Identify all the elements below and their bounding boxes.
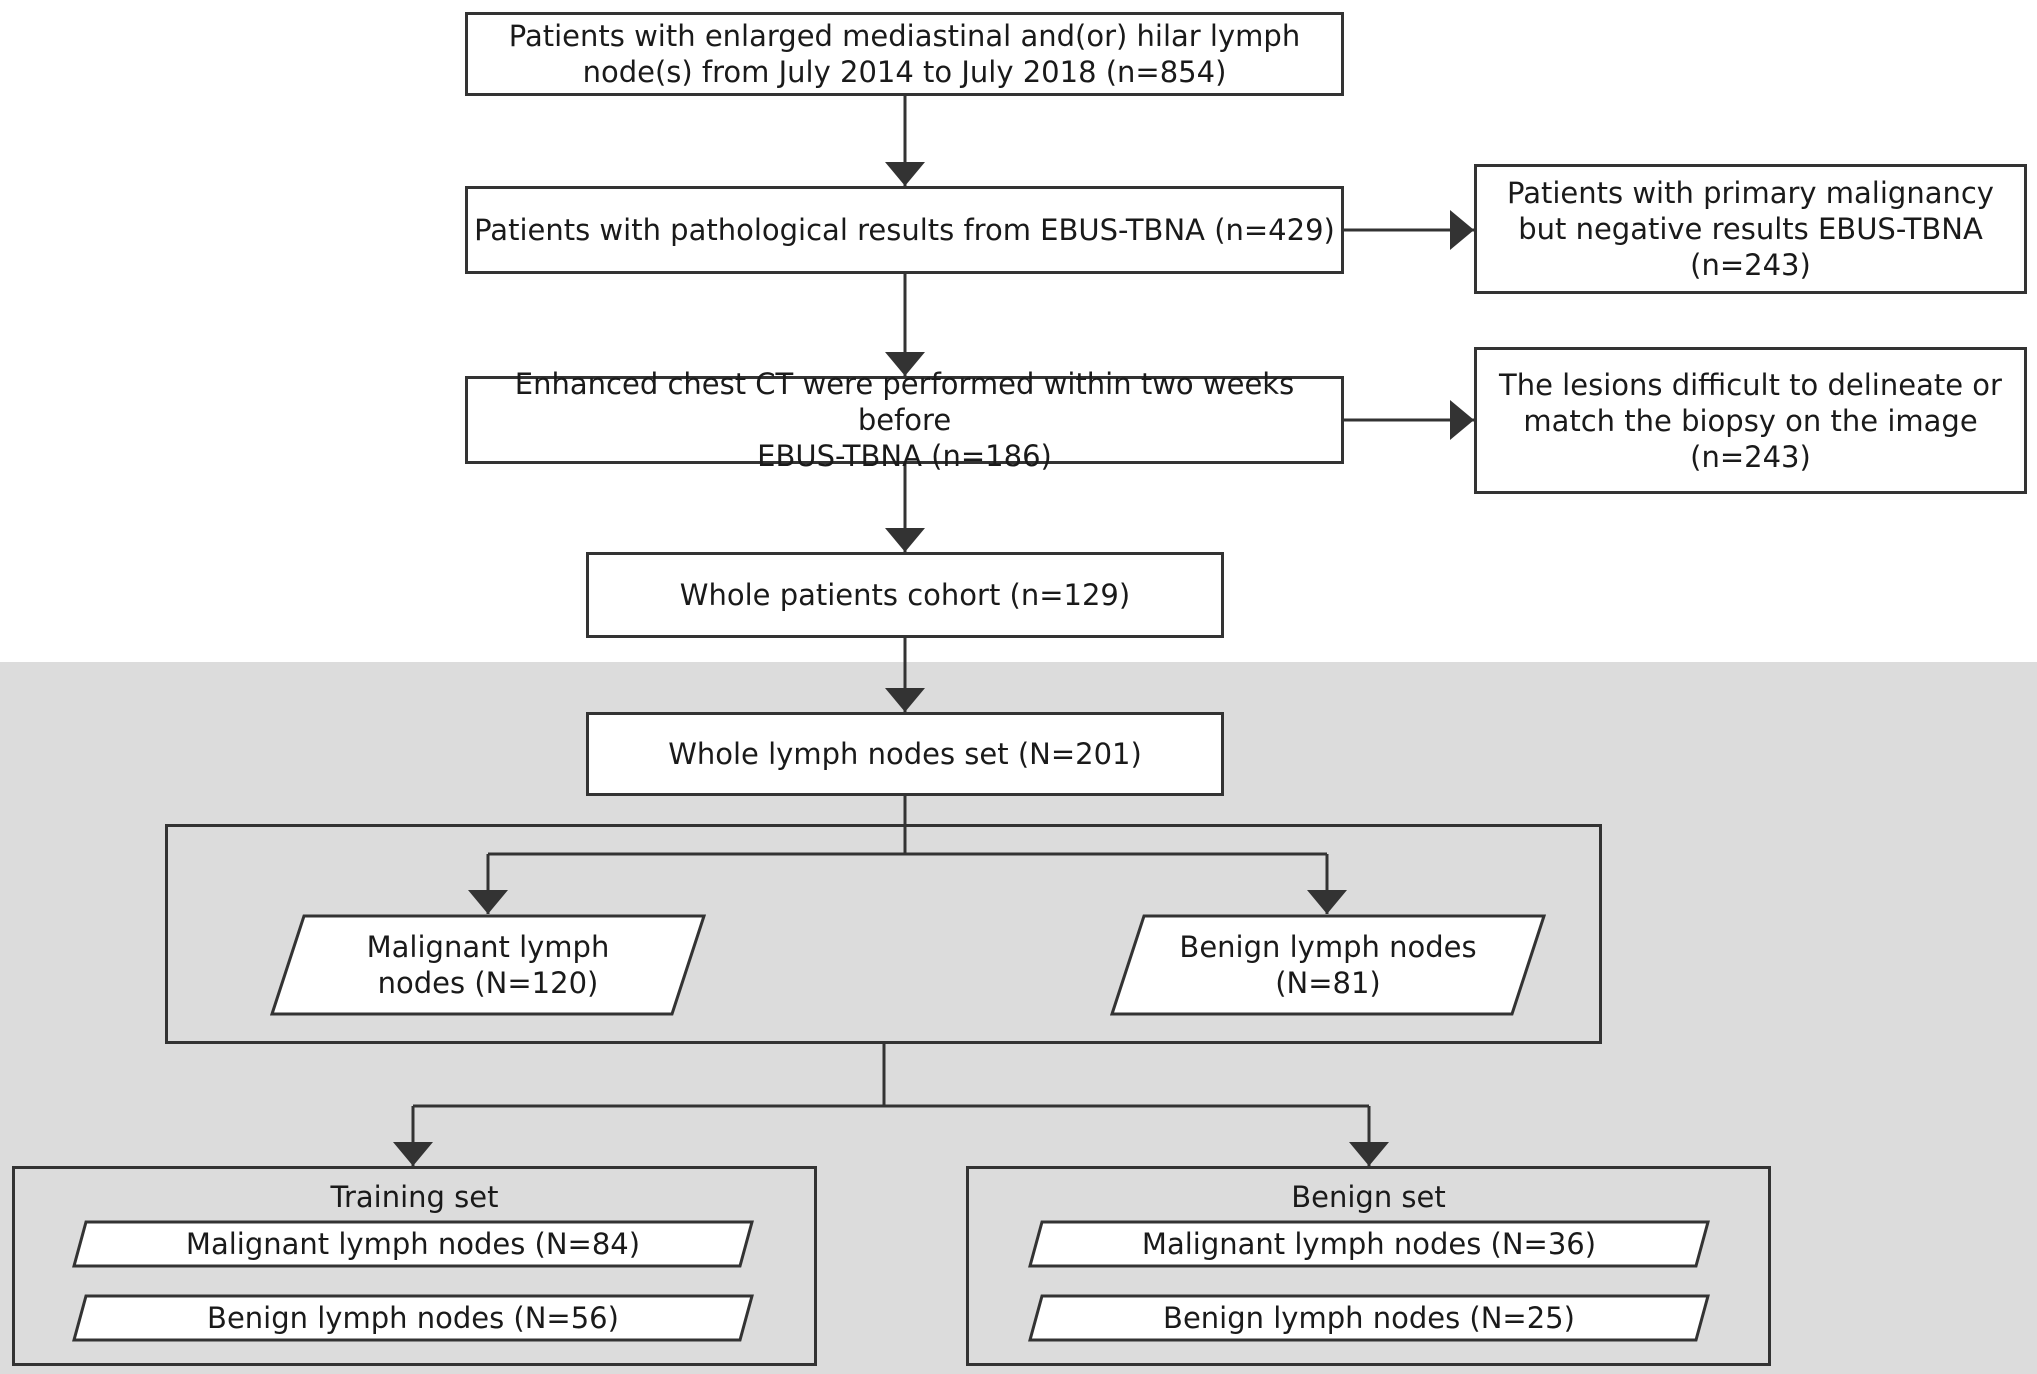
benign-line1: Benign lymph nodes xyxy=(1179,930,1477,964)
benign-set-title: Benign set xyxy=(1291,1180,1446,1214)
box-whole-nodes-line1: Whole lymph nodes set (N=201) xyxy=(668,737,1142,771)
box-excluded-primary-line3: (n=243) xyxy=(1690,248,1811,282)
malignant-line1: Malignant lymph xyxy=(366,930,610,964)
training-benign-shape xyxy=(72,1294,754,1342)
benign-set-malignant-label: Malignant lymph nodes (N=36) xyxy=(1141,1227,1597,1261)
training-malignant-shape xyxy=(72,1220,754,1268)
benign-set-benign-label: Benign lymph nodes (N=25) xyxy=(1163,1301,1575,1335)
box-enhanced-ct-line2: EBUS-TBNA (n=186) xyxy=(757,439,1052,473)
parallelogram-benign-shape xyxy=(1110,914,1546,1016)
parallelogram-malignant-lymph-nodes: Malignant lymph nodes (N=120) xyxy=(270,914,706,1016)
box-enhanced-ct-line1: Enhanced chest CT were performed within … xyxy=(514,367,1295,437)
malignant-line2: nodes (N=120) xyxy=(377,966,599,1000)
benign-set-malignant-shape xyxy=(1028,1220,1710,1268)
box-excluded-primary-line2: but negative results EBUS-TBNA xyxy=(1518,212,1983,246)
box-enlarged-line1: Patients with enlarged mediastinal and(o… xyxy=(508,19,1301,53)
training-benign-label: Benign lymph nodes (N=56) xyxy=(207,1301,619,1335)
split-container xyxy=(165,824,1602,1044)
box-whole-cohort-line1: Whole patients cohort (n=129) xyxy=(679,578,1131,612)
box-excluded-lesions: The lesions difficult to delineate or ma… xyxy=(1474,347,2027,494)
box-excluded-primary-malignancy: Patients with primary malignancy but neg… xyxy=(1474,164,2027,294)
box-excluded-primary-line1: Patients with primary malignancy xyxy=(1507,176,1994,210)
training-set-title: Training set xyxy=(330,1180,499,1214)
benign-set-benign-parallelogram: Benign lymph nodes (N=25) xyxy=(1028,1294,1710,1342)
training-set-container: Training set xyxy=(12,1166,817,1366)
parallelogram-malignant-shape xyxy=(270,914,706,1016)
box-excluded-lesions-line3: (n=243) xyxy=(1690,439,1811,474)
box-pathological-results: Patients with pathological results from … xyxy=(465,186,1344,274)
benign-set-malignant-parallelogram: Malignant lymph nodes (N=36) xyxy=(1028,1220,1710,1268)
benign-set-benign-shape xyxy=(1028,1294,1710,1342)
parallelogram-benign-lymph-nodes: Benign lymph nodes (N=81) xyxy=(1110,914,1546,1016)
box-excluded-lesions-line1: The lesions difficult to delineate or xyxy=(1499,367,2002,402)
box-excluded-lesions-line2: match the biopsy on the image xyxy=(1523,403,1978,438)
training-malignant-parallelogram: Malignant lymph nodes (N=84) xyxy=(72,1220,754,1268)
box-enlarged-line2: node(s) from July 2014 to July 2018 (n=8… xyxy=(582,55,1227,89)
benign-line2: (N=81) xyxy=(1275,966,1381,1000)
benign-set-container: Benign set xyxy=(966,1166,1771,1366)
box-whole-lymph-nodes-set: Whole lymph nodes set (N=201) xyxy=(586,712,1224,796)
box-whole-patients-cohort: Whole patients cohort (n=129) xyxy=(586,552,1224,638)
box-pathological-line1: Patients with pathological results from … xyxy=(474,213,1335,247)
training-benign-parallelogram: Benign lymph nodes (N=56) xyxy=(72,1294,754,1342)
box-enlarged-lymph-nodes: Patients with enlarged mediastinal and(o… xyxy=(465,12,1344,96)
box-enhanced-chest-ct: Enhanced chest CT were performed within … xyxy=(465,367,1344,473)
training-malignant-label: Malignant lymph nodes (N=84) xyxy=(185,1227,641,1261)
